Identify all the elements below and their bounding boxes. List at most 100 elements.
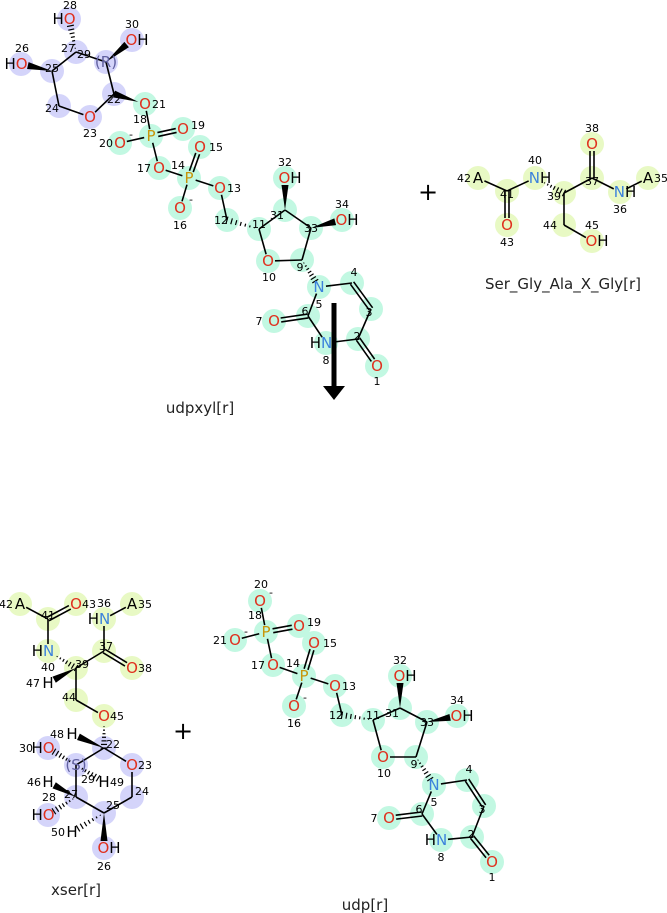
- single-bond: [279, 666, 298, 675]
- wedge-bond: [106, 41, 129, 62]
- plus-sign-bottom: +: [173, 717, 193, 745]
- atom-highlight: [287, 614, 311, 638]
- atom-10: O10: [377, 748, 391, 780]
- atom-12: 12: [329, 709, 343, 722]
- hash-bond: [303, 262, 319, 284]
- atom-22: 22: [107, 93, 121, 106]
- atom-number: 6: [416, 803, 423, 816]
- atom-number: 10: [262, 271, 276, 284]
- atom-number: 36: [97, 597, 111, 610]
- atom-number: 24: [45, 102, 59, 115]
- atom-highlight: [120, 753, 144, 777]
- single-bond: [51, 51, 77, 72]
- atom-17: O17: [137, 159, 165, 177]
- atom-number: 7: [256, 315, 263, 328]
- single-bond: [258, 209, 286, 230]
- single-bond: [563, 224, 587, 239]
- double-bond: [307, 650, 315, 671]
- atom-number: 39: [547, 190, 561, 203]
- atom-17: O17: [251, 656, 279, 674]
- atom-number: 50: [51, 826, 65, 839]
- atom-number: 19: [307, 616, 321, 629]
- atom-number: 16: [287, 717, 301, 730]
- atom-44: 44: [543, 219, 557, 232]
- atom-16: O-16: [173, 193, 193, 232]
- atom-label: O: [288, 697, 300, 715]
- atom-number: 33: [304, 222, 318, 235]
- double-bond: [48, 608, 72, 622]
- atom-highlight: [429, 828, 453, 852]
- atom-18: P18: [133, 113, 156, 145]
- single-bond: [295, 682, 303, 700]
- single-bond: [260, 607, 266, 626]
- double-bond: [157, 127, 176, 134]
- single-bond: [165, 169, 183, 177]
- atom-21: O-21: [213, 625, 248, 649]
- atom-number: 9: [297, 261, 304, 274]
- atom-number: 38: [138, 662, 152, 675]
- atom-50: H50: [51, 823, 78, 841]
- double-bond: [352, 281, 374, 309]
- atom-41: 41: [500, 188, 514, 201]
- atom-20: O-20: [99, 128, 133, 152]
- atom-27: 27: [64, 788, 78, 801]
- atom-label: O: [98, 707, 110, 725]
- single-bond: [484, 180, 508, 192]
- atom-label: P: [261, 623, 270, 641]
- atom-number: 2: [468, 828, 475, 841]
- atom-label: HO: [4, 55, 27, 73]
- atom-highlight: [261, 653, 285, 677]
- single-bond: [126, 136, 145, 143]
- atom-42: A42: [457, 169, 484, 187]
- atom-label: H: [66, 823, 77, 841]
- atom-label: H: [66, 725, 77, 743]
- atom-number: 1: [489, 871, 496, 884]
- atom-label: O: [262, 252, 274, 270]
- single-bond: [75, 51, 107, 63]
- single-bond: [145, 110, 151, 130]
- atom-27: 27: [61, 42, 75, 55]
- double-bond: [102, 652, 126, 667]
- atom-label: A: [473, 169, 484, 187]
- atom-number: 25: [106, 799, 120, 812]
- atom-number: 41: [500, 188, 514, 201]
- single-bond: [372, 719, 382, 751]
- atom-number: 32: [278, 156, 292, 169]
- wedge-bond: [281, 185, 289, 210]
- single-bond: [563, 177, 593, 194]
- single-bond: [105, 61, 115, 95]
- atom-highlight: [57, 7, 81, 31]
- double-bond: [472, 835, 490, 856]
- atom-8: HN8: [310, 334, 333, 367]
- double-bond: [192, 153, 201, 173]
- wedge-bond: [396, 683, 404, 708]
- atom-highlight: [636, 166, 660, 190]
- atom-number: 40: [41, 661, 55, 674]
- atom-number: 21: [213, 634, 227, 647]
- atom-label: O: [70, 595, 82, 613]
- atom-highlight: [580, 229, 604, 253]
- atom-label: HO: [31, 739, 54, 757]
- single-bond: [181, 184, 188, 202]
- atom-number: 22: [106, 738, 120, 751]
- atom-number: 22: [107, 93, 121, 106]
- atom-label: O: [114, 134, 126, 152]
- atom-label: P: [146, 127, 155, 145]
- atom-highlight: [273, 166, 297, 190]
- atom-number: 46: [27, 776, 41, 789]
- atom-label: O: [268, 312, 280, 330]
- atom-highlight: [108, 131, 132, 155]
- atom-label: P: [299, 667, 308, 685]
- atom-number: 14: [286, 657, 300, 670]
- atom-label: NH: [529, 169, 552, 187]
- charge-label: -: [269, 586, 273, 599]
- double-bond: [158, 131, 177, 138]
- atom-number: 49: [110, 776, 124, 789]
